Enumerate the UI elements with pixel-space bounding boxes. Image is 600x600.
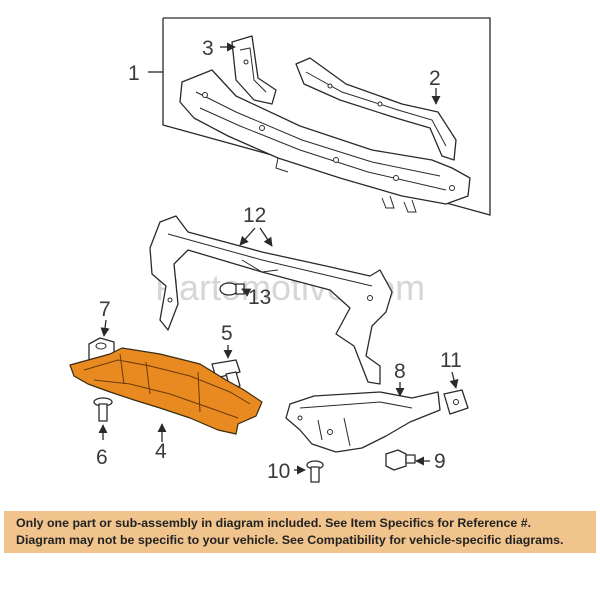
callout-2: 2 [429,67,441,90]
callout-11: 11 [440,349,462,372]
part-3-bracket [231,35,277,105]
part-11-clip [443,389,469,415]
callout-12: 12 [243,204,266,227]
part-1-upper-tie-bar [179,69,471,213]
part-2-reinforcement [295,57,457,161]
part-12-lower-tie-bar [149,215,393,385]
part-4-splash-shield [69,347,263,435]
parts-diagram: Partomotive.com [69,17,491,483]
callout-13: 13 [248,286,271,309]
callout-1: 1 [128,62,140,85]
part-9-bolt [385,449,416,471]
callout-4: 4 [155,440,167,463]
part-8-bracket [285,391,441,453]
part-10-bolt [306,460,324,483]
callout-6: 6 [96,446,108,469]
part-13-clip [219,282,245,296]
disclaimer-line-2: Diagram may not be specific to your vehi… [16,533,564,547]
callout-5: 5 [221,322,233,345]
callout-9: 9 [434,450,446,473]
callout-7: 7 [99,298,111,321]
leader-lines [98,42,459,475]
disclaimer-banner: Only one part or sub-assembly in diagram… [4,511,596,553]
callout-3: 3 [202,37,214,60]
disclaimer-line-1: Only one part or sub-assembly in diagram… [16,516,532,530]
callout-10: 10 [267,460,290,483]
part-6-bolt [93,397,113,422]
upper-support-assembly-frame [148,17,491,216]
callout-8: 8 [394,360,406,383]
